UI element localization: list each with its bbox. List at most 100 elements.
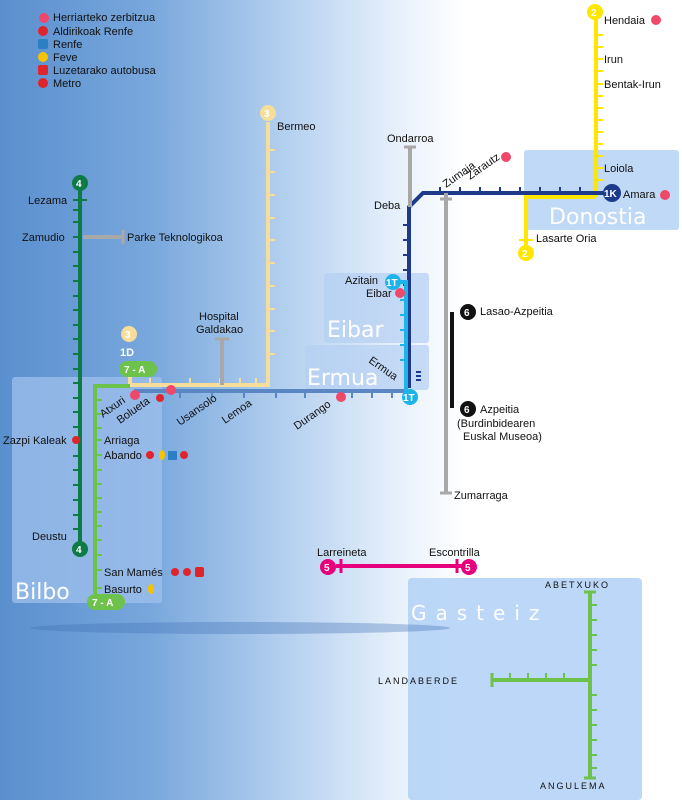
badge-3 (121, 326, 137, 342)
metro-icon (183, 568, 191, 576)
station-irun: Irun (604, 54, 623, 66)
svg-text:5: 5 (324, 563, 330, 574)
station-hendaia: Hendaia (604, 15, 646, 27)
donostia-zone (524, 150, 679, 230)
station-zamudio: Zamudio (22, 232, 65, 244)
station-lasarte: Lasarte Oria (536, 233, 597, 245)
station-landaberde: LANDABERDE (378, 676, 459, 686)
line-badges: 2 2 1K 3 3 1D 4 4 7 - A 7 - A 1T 1T 6 6 … (72, 4, 621, 610)
zarautz-dot (501, 152, 511, 162)
ermua-zone (305, 345, 429, 390)
service-icons (72, 394, 204, 594)
station-hospital-1: Hospital (199, 311, 239, 323)
station-durango: Durango (292, 398, 333, 432)
feve-icon (38, 52, 48, 62)
legend-intercity-dot (39, 13, 49, 23)
badge-5-right (461, 559, 477, 575)
svg-text:2: 2 (591, 8, 597, 19)
station-lezama: Lezama (28, 195, 68, 207)
svg-text:7 - A: 7 - A (124, 365, 145, 376)
metro-icon (38, 78, 48, 88)
station-bermeo: Bermeo (277, 121, 316, 133)
circle-red-icon (38, 12, 48, 22)
renfe-icon (168, 451, 177, 460)
feve-icon (148, 584, 154, 594)
legend-item-renfe-cercanias: Aldirikoak Renfe (38, 26, 133, 38)
svg-text:1K: 1K (604, 189, 618, 200)
legend-item-feve: Feve (38, 52, 77, 64)
svg-text:6: 6 (464, 405, 470, 416)
svg-text:1T: 1T (403, 393, 415, 404)
station-angulema: ANGULEMA (540, 781, 607, 791)
badge-4-bottom (72, 541, 88, 557)
line-7a-light-green[interactable] (93, 384, 130, 594)
durango-dot (336, 392, 346, 402)
svg-text:1T: 1T (386, 278, 398, 289)
badge-6-top (460, 304, 476, 320)
renfe-cercanias-icon (38, 26, 48, 36)
metro-icon (156, 394, 164, 402)
station-arriaga: Arriaga (104, 435, 140, 447)
line-2-yellow[interactable] (519, 12, 603, 250)
badge-7a-bottom (87, 594, 125, 610)
shadow-band (30, 622, 450, 634)
station-abando: Abando (104, 450, 142, 462)
svg-text:3: 3 (264, 109, 270, 120)
station-museum-2: Euskal Museoa) (463, 431, 542, 443)
badge-2-top (587, 4, 603, 20)
station-ondarroa: Ondarroa (387, 133, 434, 145)
station-deba: Deba (374, 200, 401, 212)
metro-icon (180, 451, 188, 459)
station-san-mames: San Mamés (104, 567, 163, 579)
line-hospital-branch[interactable] (215, 337, 229, 385)
station-usansolo: Usansolo (175, 392, 219, 428)
badge-1k (603, 184, 621, 202)
badge-1t-top (385, 274, 401, 290)
renfe-cercanias-icon (146, 451, 154, 459)
station-hospital-2: Galdakao (196, 324, 243, 336)
hendaia-dot (651, 15, 661, 25)
bus-icon (195, 567, 204, 577)
badge-4-top (72, 175, 88, 191)
city-eibar: Eibar (327, 318, 384, 343)
renfe-cercanias-icon (171, 568, 179, 576)
line-parke-branch[interactable] (83, 230, 125, 244)
badge-5-left (320, 559, 336, 575)
badge-6-bottom (460, 401, 476, 417)
svg-text:7 - A: 7 - A (92, 598, 113, 609)
city-ermua: Ermua (307, 366, 378, 391)
svg-text:5: 5 (465, 563, 471, 574)
station-larreineta: Larreineta (317, 547, 367, 559)
city-donostia: Donostia (549, 205, 647, 230)
line-4-dark-green[interactable] (73, 190, 87, 545)
legend-item-metro: Metro (38, 78, 81, 90)
station-loiola: Loiola (604, 163, 634, 175)
line-gasteiz-tram[interactable] (490, 590, 597, 780)
bus-icon (38, 65, 48, 75)
station-eibar: Eibar (366, 288, 392, 300)
station-bentak-irun: Bentak-Irun (604, 79, 661, 91)
svg-text:4: 4 (76, 179, 82, 190)
atxuri-dot (130, 390, 140, 400)
station-zazpi-kaleak: Zazpi Kaleak (3, 435, 67, 447)
station-amara: Amara (623, 189, 656, 201)
station-parke: Parke Teknologikoa (127, 232, 224, 244)
amara-dot (660, 190, 670, 200)
bilbo-zone (12, 377, 162, 603)
svg-text:2: 2 (522, 249, 528, 260)
station-museum-1: (Burdinbidearen (457, 418, 535, 430)
station-lasao: Lasao-Azpeitia (480, 306, 554, 318)
station-escontrilla: Escontrilla (429, 547, 481, 559)
station-azitain: Azitain (345, 275, 378, 287)
line-5-magenta[interactable] (336, 559, 462, 573)
station-lemoa: Lemoa (220, 397, 255, 427)
metro-icon (72, 436, 80, 444)
line-3-cream[interactable] (128, 122, 275, 387)
legend-item-bus: Luzetarako autobusa (38, 65, 156, 77)
line-steel-durango[interactable] (134, 389, 407, 398)
station-basurto: Basurto (104, 584, 142, 596)
svg-text:4: 4 (76, 545, 82, 556)
line-gray-branches[interactable] (404, 145, 452, 495)
